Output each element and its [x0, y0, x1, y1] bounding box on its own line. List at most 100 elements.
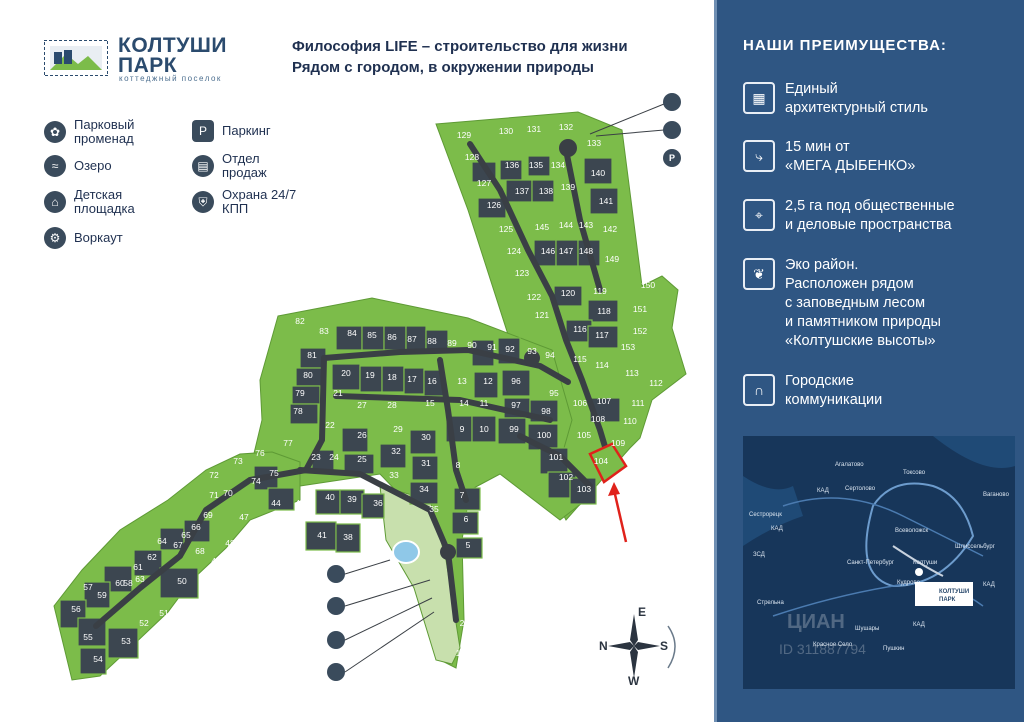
lot-number-82[interactable]: 82 — [295, 316, 305, 326]
lot-number-98[interactable]: 98 — [541, 406, 551, 416]
lot-number-67[interactable]: 67 — [173, 540, 183, 550]
lot-number-149[interactable]: 149 — [605, 254, 619, 264]
lot-number-20[interactable]: 20 — [341, 368, 351, 378]
playground-marker-icon[interactable] — [327, 565, 345, 583]
lot-number-89[interactable]: 89 — [447, 338, 457, 348]
lot-number-109[interactable]: 109 — [611, 438, 625, 448]
lot-number-90[interactable]: 90 — [467, 340, 477, 350]
lot-number-9[interactable]: 9 — [460, 424, 465, 434]
lot-number-143[interactable]: 143 — [579, 220, 593, 230]
lot-number-23[interactable]: 23 — [311, 452, 321, 462]
lot-number-51[interactable]: 51 — [159, 608, 169, 618]
lot-number-141[interactable]: 141 — [599, 196, 613, 206]
lot-number-5[interactable]: 5 — [466, 540, 471, 550]
lot-number-80[interactable]: 80 — [303, 370, 313, 380]
lot-number-91[interactable]: 91 — [487, 342, 497, 352]
lot-number-145[interactable]: 145 — [535, 222, 549, 232]
lot-number-77[interactable]: 77 — [283, 438, 293, 448]
lot-number-28[interactable]: 28 — [387, 400, 397, 410]
lot-number-151[interactable]: 151 — [633, 304, 647, 314]
lot-number-55[interactable]: 55 — [83, 632, 93, 642]
lot-number-33[interactable]: 33 — [389, 470, 399, 480]
lot-number-116[interactable]: 116 — [573, 324, 587, 334]
lot-number-148[interactable]: 148 — [579, 246, 593, 256]
lot-number-117[interactable]: 117 — [595, 330, 609, 340]
lot-number-85[interactable]: 85 — [367, 330, 377, 340]
lot-number-70[interactable]: 70 — [223, 488, 233, 498]
lot-number-45[interactable]: 45 — [265, 532, 275, 542]
lot-number-34[interactable]: 34 — [419, 484, 429, 494]
lot-number-73[interactable]: 73 — [233, 456, 243, 466]
lot-number-62[interactable]: 62 — [147, 552, 157, 562]
lot-number-3[interactable]: 3 — [464, 590, 469, 600]
lot-number-12[interactable]: 12 — [483, 376, 493, 386]
lot-number-1[interactable]: 1 — [456, 648, 461, 658]
lot-number-137[interactable]: 137 — [515, 186, 529, 196]
lot-number-79[interactable]: 79 — [295, 388, 305, 398]
lot-number-36[interactable]: 36 — [373, 498, 383, 508]
lot-number-105[interactable]: 105 — [577, 430, 591, 440]
lot-number-128[interactable]: 128 — [465, 152, 479, 162]
lot-number-87[interactable]: 87 — [407, 334, 417, 344]
lot-number-17[interactable]: 17 — [407, 374, 417, 384]
lot-number-4[interactable]: 4 — [468, 568, 473, 578]
lot-number-138[interactable]: 138 — [539, 186, 553, 196]
lot-number-60[interactable]: 60 — [115, 578, 125, 588]
lot-number-132[interactable]: 132 — [559, 122, 573, 132]
lot-number-75[interactable]: 75 — [269, 468, 279, 478]
lot-number-18[interactable]: 18 — [387, 372, 397, 382]
security-marker-icon[interactable] — [663, 93, 681, 111]
workout-marker-icon[interactable] — [327, 631, 345, 649]
lot-number-40[interactable]: 40 — [325, 492, 335, 502]
lot-number-83[interactable]: 83 — [319, 326, 329, 336]
lot-number-30[interactable]: 30 — [421, 432, 431, 442]
lot-number-153[interactable]: 153 — [621, 342, 635, 352]
lot-number-130[interactable]: 130 — [499, 126, 513, 136]
lot-number-32[interactable]: 32 — [391, 446, 401, 456]
lot-number-7[interactable]: 7 — [460, 490, 465, 500]
lot-number-22[interactable]: 22 — [325, 420, 335, 430]
lot-number-26[interactable]: 26 — [357, 430, 367, 440]
lot-number-147[interactable]: 147 — [559, 246, 573, 256]
lot-number-27[interactable]: 27 — [357, 400, 367, 410]
lot-number-140[interactable]: 140 — [591, 168, 605, 178]
lot-number-76[interactable]: 76 — [255, 448, 265, 458]
lot-number-152[interactable]: 152 — [633, 326, 647, 336]
lot-number-47[interactable]: 47 — [239, 512, 249, 522]
lot-number-103[interactable]: 103 — [577, 484, 591, 494]
lot-number-44[interactable]: 44 — [271, 498, 281, 508]
lot-number-119[interactable]: 119 — [593, 286, 607, 296]
lot-number-68[interactable]: 68 — [195, 546, 205, 556]
lot-number-37[interactable]: 37 — [367, 536, 377, 546]
lot-number-8[interactable]: 8 — [456, 460, 461, 470]
lot-number-111[interactable]: 111 — [632, 398, 645, 408]
lot-number-29[interactable]: 29 — [393, 424, 403, 434]
lot-number-24[interactable]: 24 — [329, 452, 339, 462]
lot-number-97[interactable]: 97 — [511, 400, 521, 410]
lot-number-101[interactable]: 101 — [549, 452, 563, 462]
lot-number-69[interactable]: 69 — [203, 510, 213, 520]
lot-number-6[interactable]: 6 — [464, 514, 469, 524]
lot-number-95[interactable]: 95 — [549, 388, 559, 398]
lot-number-56[interactable]: 56 — [71, 604, 81, 614]
lot-number-114[interactable]: 114 — [595, 360, 609, 370]
lot-number-19[interactable]: 19 — [365, 370, 375, 380]
lot-number-15[interactable]: 15 — [425, 398, 435, 408]
lot-number-31[interactable]: 31 — [421, 458, 431, 468]
lot-number-10[interactable]: 10 — [479, 424, 489, 434]
lot-number-38[interactable]: 38 — [343, 532, 353, 542]
lot-number-58[interactable]: 58 — [123, 578, 133, 588]
lot-number-110[interactable]: 110 — [623, 416, 637, 426]
lot-number-131[interactable]: 131 — [527, 124, 541, 134]
lot-number-99[interactable]: 99 — [509, 424, 519, 434]
lot-number-63[interactable]: 63 — [135, 574, 145, 584]
lot-number-146[interactable]: 146 — [541, 246, 555, 256]
lot-number-43[interactable]: 43 — [295, 498, 305, 508]
lot-number-42[interactable]: 42 — [291, 526, 301, 536]
lot-number-133[interactable]: 133 — [587, 138, 601, 148]
lot-number-53[interactable]: 53 — [121, 636, 131, 646]
lot-number-135[interactable]: 135 — [529, 160, 543, 170]
lot-number-21[interactable]: 21 — [333, 388, 343, 398]
lot-number-123[interactable]: 123 — [515, 268, 529, 278]
lot-number-127[interactable]: 127 — [477, 178, 491, 188]
